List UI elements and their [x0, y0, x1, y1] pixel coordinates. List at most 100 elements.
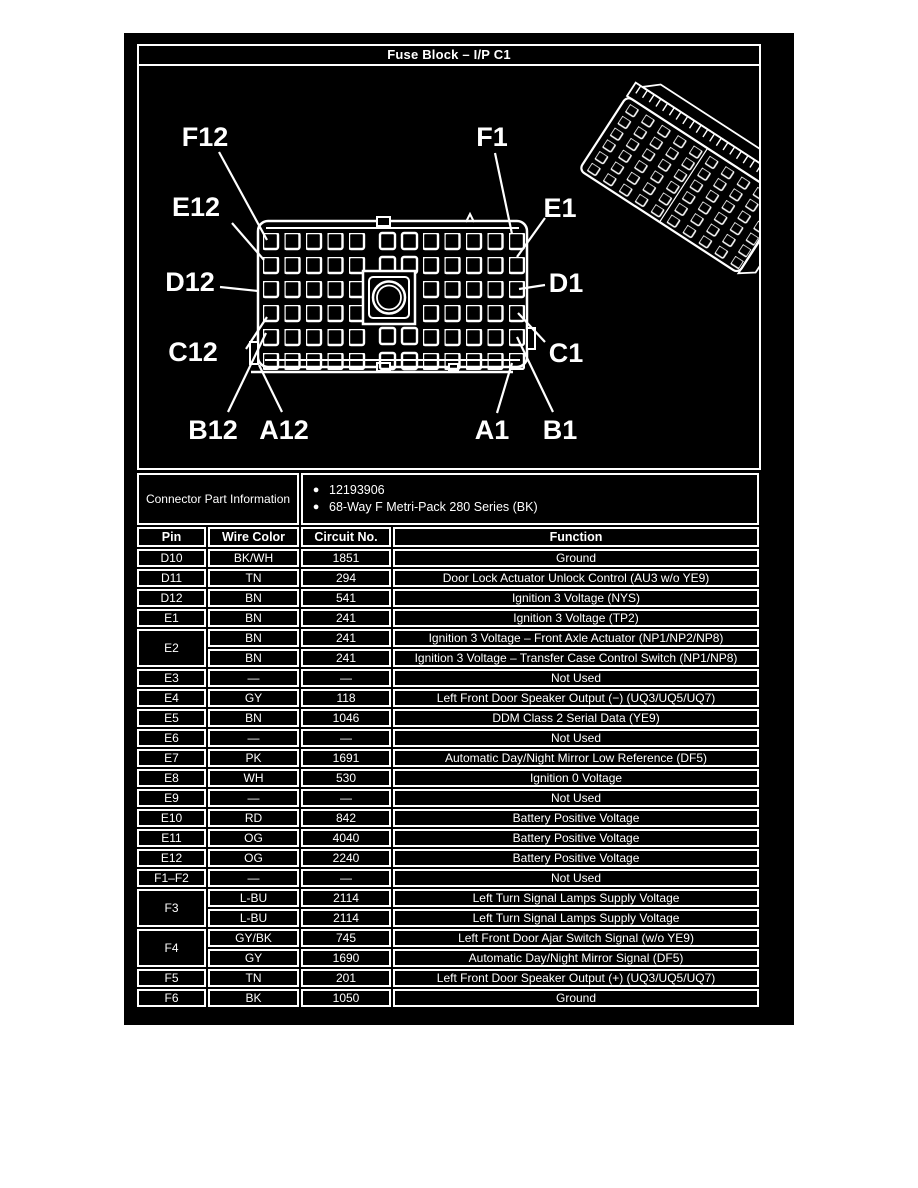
circuit-no-cell: 241: [301, 629, 392, 647]
pin-cell: F3: [137, 889, 206, 927]
table-row: E3——Not Used: [137, 669, 760, 687]
function-cell: Automatic Day/Night Mirror Signal (DF5): [393, 949, 760, 967]
connector-diagram-svg: F12 F1 E12 E1 D12 D1 C12 C1 B12 A12 A1 B…: [165, 81, 759, 445]
wire-color-cell: BN: [208, 589, 300, 607]
function-cell: Ignition 3 Voltage – Front Axle Actuator…: [393, 629, 760, 647]
wire-color-cell: RD: [208, 809, 300, 827]
table-row: F1–F2——Not Used: [137, 869, 760, 887]
circuit-no-cell: 4040: [301, 829, 392, 847]
function-cell: DDM Class 2 Serial Data (YE9): [393, 709, 760, 727]
function-cell: Not Used: [393, 869, 760, 887]
pin-cell: D10: [137, 549, 206, 567]
function-cell: Not Used: [393, 789, 760, 807]
function-cell: Left Turn Signal Lamps Supply Voltage: [393, 889, 760, 907]
pin-grid: [263, 231, 525, 371]
circuit-no-cell: 530: [301, 769, 392, 787]
pin-label-e12: E12: [172, 192, 220, 222]
pin-label-a1: A1: [475, 415, 510, 445]
pin-cell: E11: [137, 829, 206, 847]
header-circuit: Circuit No.: [301, 527, 392, 547]
connector-diagram: F12 F1 E12 E1 D12 D1 C12 C1 B12 A12 A1 B…: [139, 66, 759, 468]
connector-series-item: ● 68-Way F Metri-Pack 280 Series (BK): [303, 499, 757, 516]
wire-color-cell: BK: [208, 989, 300, 1007]
function-cell: Ignition 3 Voltage (TP2): [393, 609, 760, 627]
pin-label-f12: F12: [182, 122, 229, 152]
connector-series: 68-Way F Metri-Pack 280 Series (BK): [329, 500, 538, 514]
circuit-no-cell: 842: [301, 809, 392, 827]
function-cell: Left Front Door Speaker Output (−) (UQ3/…: [393, 689, 760, 707]
pin-label-b12: B12: [188, 415, 238, 445]
circuit-no-cell: 1050: [301, 989, 392, 1007]
part-number: 12193906: [329, 483, 385, 497]
circuit-no-cell: —: [301, 789, 392, 807]
wire-color-cell: BN: [208, 609, 300, 627]
pin-cell: E1: [137, 609, 206, 627]
pin-label-d1: D1: [549, 268, 584, 298]
fuse-block-figure: Fuse Block – I/P C1: [124, 33, 794, 1025]
part-number-item: ● 12193906: [303, 482, 757, 499]
pin-cell: F5: [137, 969, 206, 987]
pin-label-b1: B1: [543, 415, 578, 445]
circuit-no-cell: 241: [301, 609, 392, 627]
pin-cell: E6: [137, 729, 206, 747]
pin-cell: E5: [137, 709, 206, 727]
connector-face-view: [249, 211, 536, 374]
pin-cell: F6: [137, 989, 206, 1007]
wire-color-cell: WH: [208, 769, 300, 787]
wire-color-cell: OG: [208, 829, 300, 847]
function-cell: Battery Positive Voltage: [393, 809, 760, 827]
wire-color-cell: —: [208, 669, 300, 687]
pin-cell: E10: [137, 809, 206, 827]
circuit-no-cell: 1046: [301, 709, 392, 727]
circuit-no-cell: 2114: [301, 889, 392, 907]
wire-color-cell: GY/BK: [208, 929, 300, 947]
pin-cell: E12: [137, 849, 206, 867]
pin-cell: D11: [137, 569, 206, 587]
pin-cell: E4: [137, 689, 206, 707]
connector-part-info-values: ● 12193906 ● 68-Way F Metri-Pack 280 Ser…: [301, 473, 760, 525]
circuit-no-cell: —: [301, 869, 392, 887]
pin-label-c1: C1: [549, 338, 584, 368]
function-cell: Not Used: [393, 729, 760, 747]
wire-color-cell: —: [208, 789, 300, 807]
table-header-row: Pin Wire Color Circuit No. Function: [137, 527, 760, 547]
bullet-icon: ●: [312, 501, 320, 513]
leader-lines: [218, 151, 554, 414]
circuit-no-cell: 201: [301, 969, 392, 987]
wire-color-cell: PK: [208, 749, 300, 767]
function-cell: Ignition 0 Voltage: [393, 769, 760, 787]
circuit-no-cell: 2240: [301, 849, 392, 867]
connector-part-info-label: Connector Part Information: [137, 473, 300, 525]
pin-table: Connector Part Information ● 12193906 ● …: [135, 471, 762, 1009]
wire-color-cell: TN: [208, 569, 300, 587]
function-cell: Not Used: [393, 669, 760, 687]
wire-color-cell: BN: [208, 629, 300, 647]
pin-cell: E9: [137, 789, 206, 807]
circuit-no-cell: —: [301, 729, 392, 747]
circuit-no-cell: 541: [301, 589, 392, 607]
header-wire: Wire Color: [208, 527, 300, 547]
pin-label-c12: C12: [168, 337, 218, 367]
function-cell: Ignition 3 Voltage – Transfer Case Contr…: [393, 649, 760, 667]
function-cell: Ground: [393, 989, 760, 1007]
center-bolt-hole: [361, 269, 417, 326]
wire-color-cell: OG: [208, 849, 300, 867]
pin-label-d12: D12: [165, 267, 215, 297]
table-row: E9——Not Used: [137, 789, 760, 807]
pin-cell: D12: [137, 589, 206, 607]
circuit-no-cell: —: [301, 669, 392, 687]
